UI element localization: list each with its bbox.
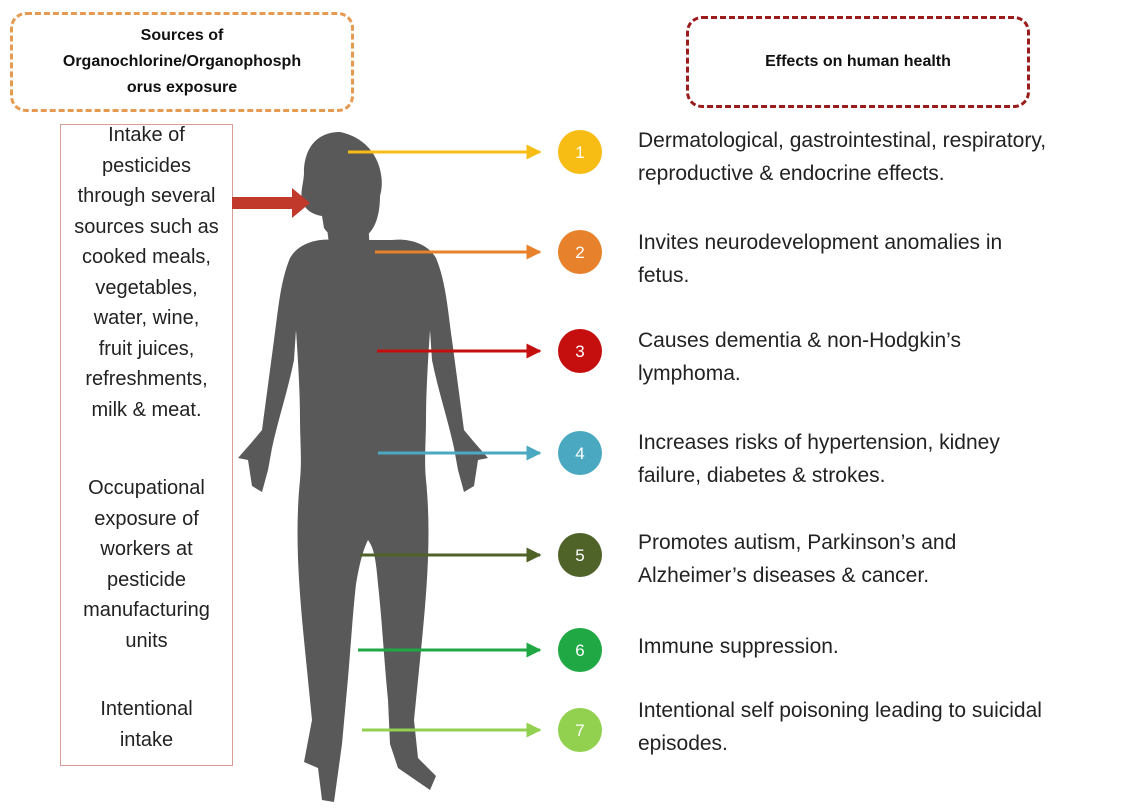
effect-badge-number: 7 [575, 721, 584, 740]
effect-badge-number: 3 [575, 342, 584, 361]
effect-badge-number: 6 [575, 641, 584, 660]
effect-badge-number: 5 [575, 546, 584, 565]
effect-text-line: Invites neurodevelopment anomalies in [638, 226, 1144, 259]
human-body-silhouette [238, 132, 488, 802]
effect-text-line: Intentional self poisoning leading to su… [638, 694, 1144, 727]
effect-text-line: Promotes autism, Parkinson’s and [638, 526, 1144, 559]
effect-text-line: Immune suppression. [638, 630, 1144, 663]
effect-text-line: lymphoma. [638, 357, 1144, 390]
effect-badge-number: 1 [575, 143, 584, 162]
effect-text-line: Dermatological, gastrointestinal, respir… [638, 124, 1144, 157]
effect-text-line: Causes dementia & non-Hodgkin’s [638, 324, 1144, 357]
effect-text-1: Dermatological, gastrointestinal, respir… [638, 124, 1144, 190]
effect-badge-number: 4 [575, 444, 584, 463]
effect-badge-number: 2 [575, 243, 584, 262]
intake-arrow [232, 188, 310, 218]
effect-text-line: fetus. [638, 259, 1144, 292]
effect-text-line: Increases risks of hypertension, kidney [638, 426, 1144, 459]
effect-text-line: reproductive & endocrine effects. [638, 157, 1144, 190]
effect-text-7: Intentional self poisoning leading to su… [638, 694, 1144, 760]
effect-text-6: Immune suppression. [638, 630, 1144, 663]
effect-text-line: episodes. [638, 727, 1144, 760]
effect-text-line: Alzheimer’s diseases & cancer. [638, 559, 1144, 592]
effect-text-line: failure, diabetes & strokes. [638, 459, 1144, 492]
